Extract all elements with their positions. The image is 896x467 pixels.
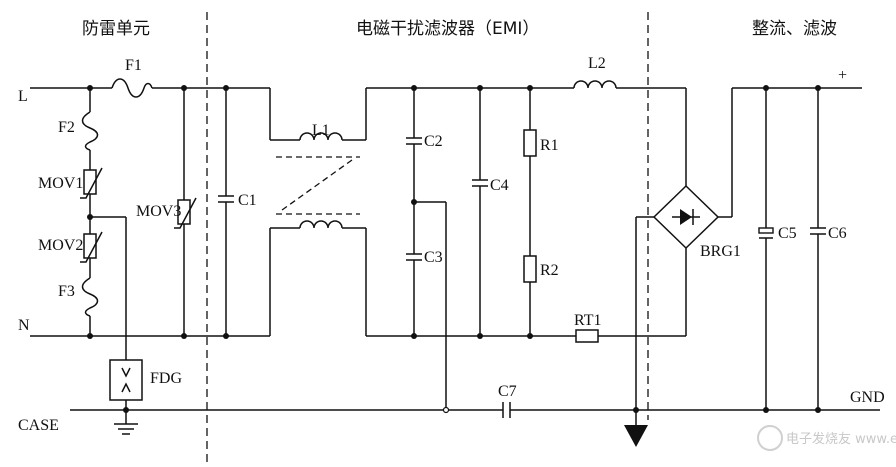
net-label-ground: GND xyxy=(850,389,885,406)
watermark-text: 电子发烧友 www.elecfans.com xyxy=(786,431,896,447)
label-l2: L2 xyxy=(588,55,606,72)
c6-branch xyxy=(810,88,826,410)
label-c3: C3 xyxy=(424,249,443,266)
net-label-line: L xyxy=(18,88,28,105)
brg1-bridge xyxy=(624,88,733,447)
c4-branch xyxy=(472,88,488,336)
watermark: 电子发烧友 www.elecfans.com xyxy=(757,425,896,451)
line-wire xyxy=(30,78,290,141)
label-c7: C7 xyxy=(498,383,517,400)
label-f2: F2 xyxy=(58,119,75,136)
mov3-branch xyxy=(174,88,197,336)
label-r2: R2 xyxy=(540,262,559,279)
label-fdg: FDG xyxy=(150,370,182,387)
l1-choke xyxy=(276,88,367,336)
label-c6: C6 xyxy=(828,225,847,242)
surge-branch-left xyxy=(80,88,127,360)
header-rectifier: 整流、滤波 xyxy=(752,19,837,39)
label-c5: C5 xyxy=(778,225,797,242)
header-emi: 电磁干扰滤波器（EMI） xyxy=(356,19,539,39)
label-brg1: BRG1 xyxy=(700,243,741,260)
label-r1: R1 xyxy=(540,137,559,154)
label-mov3: MOV3 xyxy=(136,203,181,220)
fdg-gas-discharge xyxy=(109,359,143,435)
net-label-plus: + xyxy=(838,67,847,84)
label-f1: F1 xyxy=(125,57,142,74)
c7-capacitor xyxy=(500,402,514,418)
c5-branch xyxy=(758,88,774,410)
label-rt1: RT1 xyxy=(574,312,601,329)
c1-branch xyxy=(218,88,234,336)
junction-dots xyxy=(87,85,821,414)
net-label-neutral: N xyxy=(18,317,30,334)
label-c2: C2 xyxy=(424,133,443,150)
label-l1: L1 xyxy=(312,122,330,139)
label-c1: C1 xyxy=(238,192,257,209)
label-f3: F3 xyxy=(58,283,75,300)
l2-inductor xyxy=(573,80,687,186)
label-mov2: MOV2 xyxy=(38,237,83,254)
label-c4: C4 xyxy=(490,177,509,194)
label-mov1: MOV1 xyxy=(38,175,83,192)
neutral-wire xyxy=(30,227,290,337)
resistor-divider xyxy=(523,88,537,336)
net-label-case: CASE xyxy=(18,417,59,434)
header-surge: 防雷单元 xyxy=(82,19,150,39)
rt1-thermistor xyxy=(574,248,687,343)
